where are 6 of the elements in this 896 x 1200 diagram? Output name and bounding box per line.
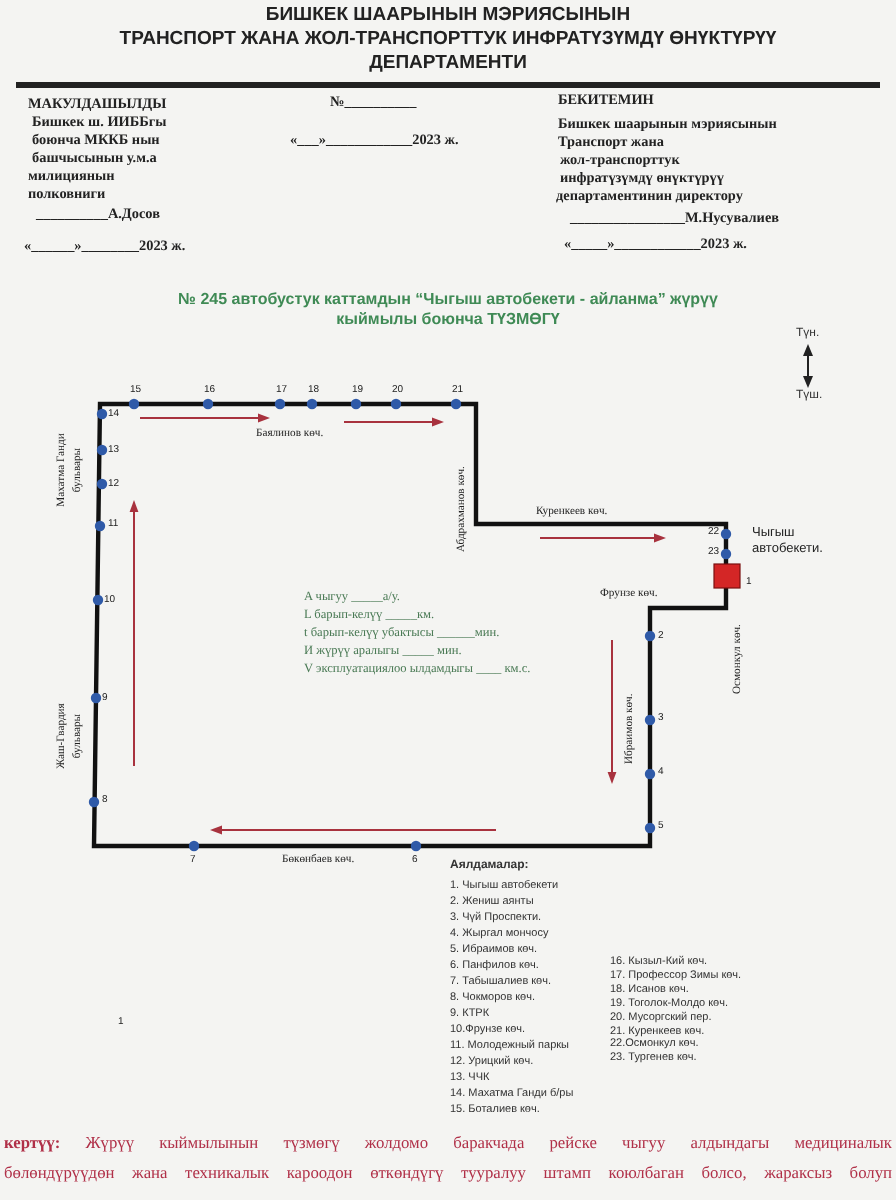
department-heading: БИШКЕК ШААРЫНЫН МЭРИЯСЫНЫН: [265, 6, 631, 25]
department-heading: ТРАНСПОРТ ЖАНА ЖОЛ-ТРАНСПОРТТУК ИНФРАТҮЗҮМДҮ ӨНҮКТҮРҮҮ: [119, 30, 777, 49]
diagram-title: № 245 автобустук каттамдын “Чыгыш автобекети - айланма” жүрүү кыймылы боюнча ТҮЗМӨГҮ: [176, 290, 720, 332]
footnote: кертүү: Жүрүү кыймылынын түзмөгү жолдомо баракчада рейске чыгуу алдындагы медициналык: [4, 1136, 892, 1153]
footnote: бөлөндүрүүдөн жана техникалык кароодон өткөндүгү тууралуу штамп коюлбаган болсо, жараксыз болуп: [4, 1166, 892, 1183]
department-heading: ДЕПАРТАМЕНТИ: [369, 54, 527, 73]
